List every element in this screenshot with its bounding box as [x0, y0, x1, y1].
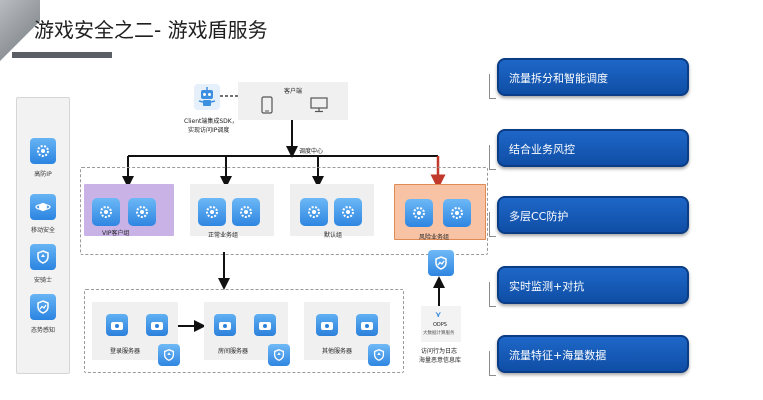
shield-icon — [158, 344, 180, 366]
shield-icon — [368, 344, 390, 366]
gear-icon — [232, 198, 260, 226]
gear-icon — [128, 198, 156, 226]
group-label: VIP客户组 — [102, 230, 130, 237]
group-label: 风险业务组 — [419, 234, 450, 241]
dispatch-center-label: 调度中心 — [299, 148, 324, 155]
planet-icon — [30, 194, 56, 220]
gear-icon — [92, 198, 120, 226]
mobile-phone-icon — [261, 96, 273, 114]
product-item-situation-awareness: 态势感知 — [17, 294, 69, 334]
feature-label: 流量特征+海量数据 — [497, 335, 689, 373]
gear-icon — [300, 198, 328, 226]
server-label: 登录服务器 — [110, 348, 141, 355]
feature-item: 多层CC防护 — [489, 196, 694, 238]
robot-icon — [194, 84, 220, 110]
cloud-server-icon — [356, 314, 378, 336]
dispatch-arrows — [122, 120, 446, 188]
log-caption-line2: 海量恶意信息库 — [419, 357, 462, 364]
cloud-server-icon — [146, 314, 168, 336]
gear-icon — [30, 138, 56, 164]
corner-decoration — [0, 0, 40, 70]
group-label: 正常业务组 — [208, 232, 239, 239]
cloud-server-icon — [254, 314, 276, 336]
odps-box: ⋎ ODPS 大数据计算服务 — [421, 306, 461, 342]
bracket-connector — [489, 74, 496, 99]
sdk-connector — [220, 95, 240, 97]
gear-icon — [334, 198, 362, 226]
trend-shield-icon — [30, 294, 56, 320]
group-risk: 风险业务组 — [394, 184, 486, 241]
gear-icon — [443, 199, 471, 227]
product-item-anti-ddos: 高防IP — [17, 138, 69, 178]
odps-subtitle: 大数据计算服务 — [423, 331, 455, 336]
bracket-connector — [489, 282, 496, 307]
trend-shield-icon — [428, 250, 454, 276]
feature-item: 实时监测+对抗 — [489, 266, 694, 308]
bracket-connector — [489, 145, 496, 170]
odps-name: ODPS — [433, 322, 447, 328]
title-underline — [12, 52, 112, 58]
client-label: 客户端 — [284, 88, 303, 95]
feature-label: 结合业务风控 — [497, 129, 689, 167]
group-area — [80, 167, 488, 255]
product-panel: 高防IP 移动安全 安骑士 态势感知 — [16, 97, 70, 374]
feature-item: 结合业务风控 — [489, 129, 694, 171]
feature-item: 流量拆分和智能调度 — [489, 58, 694, 100]
server-other: 其他服务器 — [304, 302, 390, 360]
server-label: 房间服务器 — [218, 348, 249, 355]
sdk-caption-line2: 实现访问IP调度 — [188, 127, 230, 134]
product-label: 高防IP — [34, 171, 52, 178]
feature-item: 流量特征+海量数据 — [489, 335, 694, 377]
monitor-icon — [310, 97, 328, 113]
shield-icon — [268, 344, 290, 366]
client-box: 客户端 — [238, 82, 348, 120]
server-label: 其他服务器 — [322, 348, 353, 355]
group-normal: 正常业务组 — [190, 184, 274, 239]
sdk-caption-line1: Client端集成SDK， — [184, 118, 238, 125]
bracket-connector — [489, 351, 496, 376]
shield-icon — [30, 244, 56, 270]
product-item-mobile-security: 移动安全 — [17, 194, 69, 234]
server-flow-arrow — [178, 320, 206, 332]
feature-label: 流量拆分和智能调度 — [497, 58, 689, 96]
flow-arrows — [218, 252, 445, 306]
product-label: 移动安全 — [30, 227, 55, 234]
page-title: 游戏安全之二- 游戏盾服务 — [34, 18, 268, 42]
bracket-connector — [489, 212, 496, 237]
group-vip: VIP客户组 — [84, 184, 174, 237]
log-caption-line1: 访问行为日志 — [421, 348, 458, 355]
cloud-server-icon — [106, 314, 128, 336]
product-label: 安骑士 — [33, 277, 52, 284]
product-label: 态势感知 — [30, 327, 55, 334]
server-area — [84, 289, 404, 373]
group-label: 默认组 — [324, 232, 343, 239]
feature-label: 实时监测+对抗 — [497, 266, 689, 304]
feature-label: 多层CC防护 — [497, 196, 689, 234]
product-item-security-guard: 安骑士 — [17, 244, 69, 284]
cloud-server-icon — [214, 314, 236, 336]
cloud-server-icon — [316, 314, 338, 336]
gear-icon — [405, 199, 433, 227]
group-default: 默认组 — [290, 184, 374, 239]
gear-icon — [198, 198, 226, 226]
odps-logo-icon: ⋎ — [435, 310, 442, 319]
